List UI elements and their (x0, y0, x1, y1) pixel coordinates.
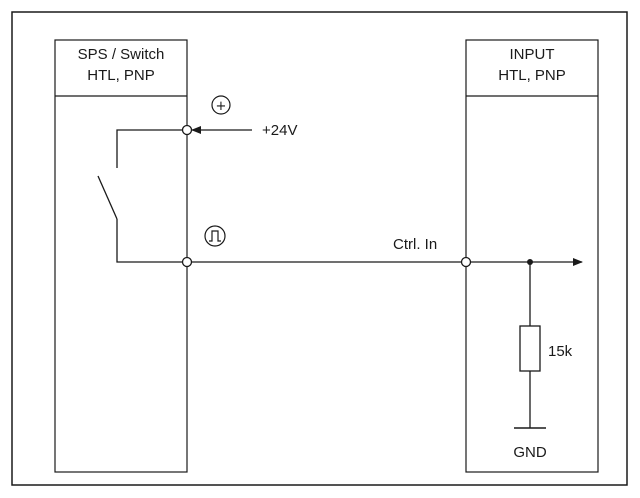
output-terminal (181, 256, 193, 268)
switch-upper-wire (116, 129, 183, 168)
switch-circuit (97, 129, 183, 263)
left-block-subtitle: HTL, PNP (87, 67, 155, 84)
right-block-subtitle: HTL, PNP (498, 67, 566, 84)
right-block-title: INPUT (510, 46, 555, 63)
resistor-label: 15k (548, 343, 573, 360)
supply-voltage-label: +24V (262, 122, 297, 139)
supply-connection: +24V + (181, 95, 297, 139)
pulse-circle-icon (204, 225, 226, 247)
input-terminal (460, 256, 472, 268)
outer-frame (11, 11, 628, 486)
resistor-body (519, 325, 541, 372)
plus-circle-icon: + (211, 95, 231, 115)
switch-lower-wire (116, 219, 183, 263)
left-block-frame (54, 39, 188, 473)
right-block-frame (465, 39, 599, 473)
input-circuit: 15k GND (470, 258, 583, 461)
supply-terminal (181, 124, 193, 136)
signal-label: Ctrl. In (393, 236, 437, 253)
signal-connection: Ctrl. In (181, 225, 472, 268)
switch-contact (97, 175, 118, 220)
supply-symbol: + (216, 99, 227, 114)
left-block-title: SPS / Switch (78, 46, 165, 63)
ground-label: GND (513, 444, 547, 461)
left-block: SPS / Switch HTL, PNP (54, 39, 188, 473)
right-block: INPUT HTL, PNP (465, 39, 599, 473)
